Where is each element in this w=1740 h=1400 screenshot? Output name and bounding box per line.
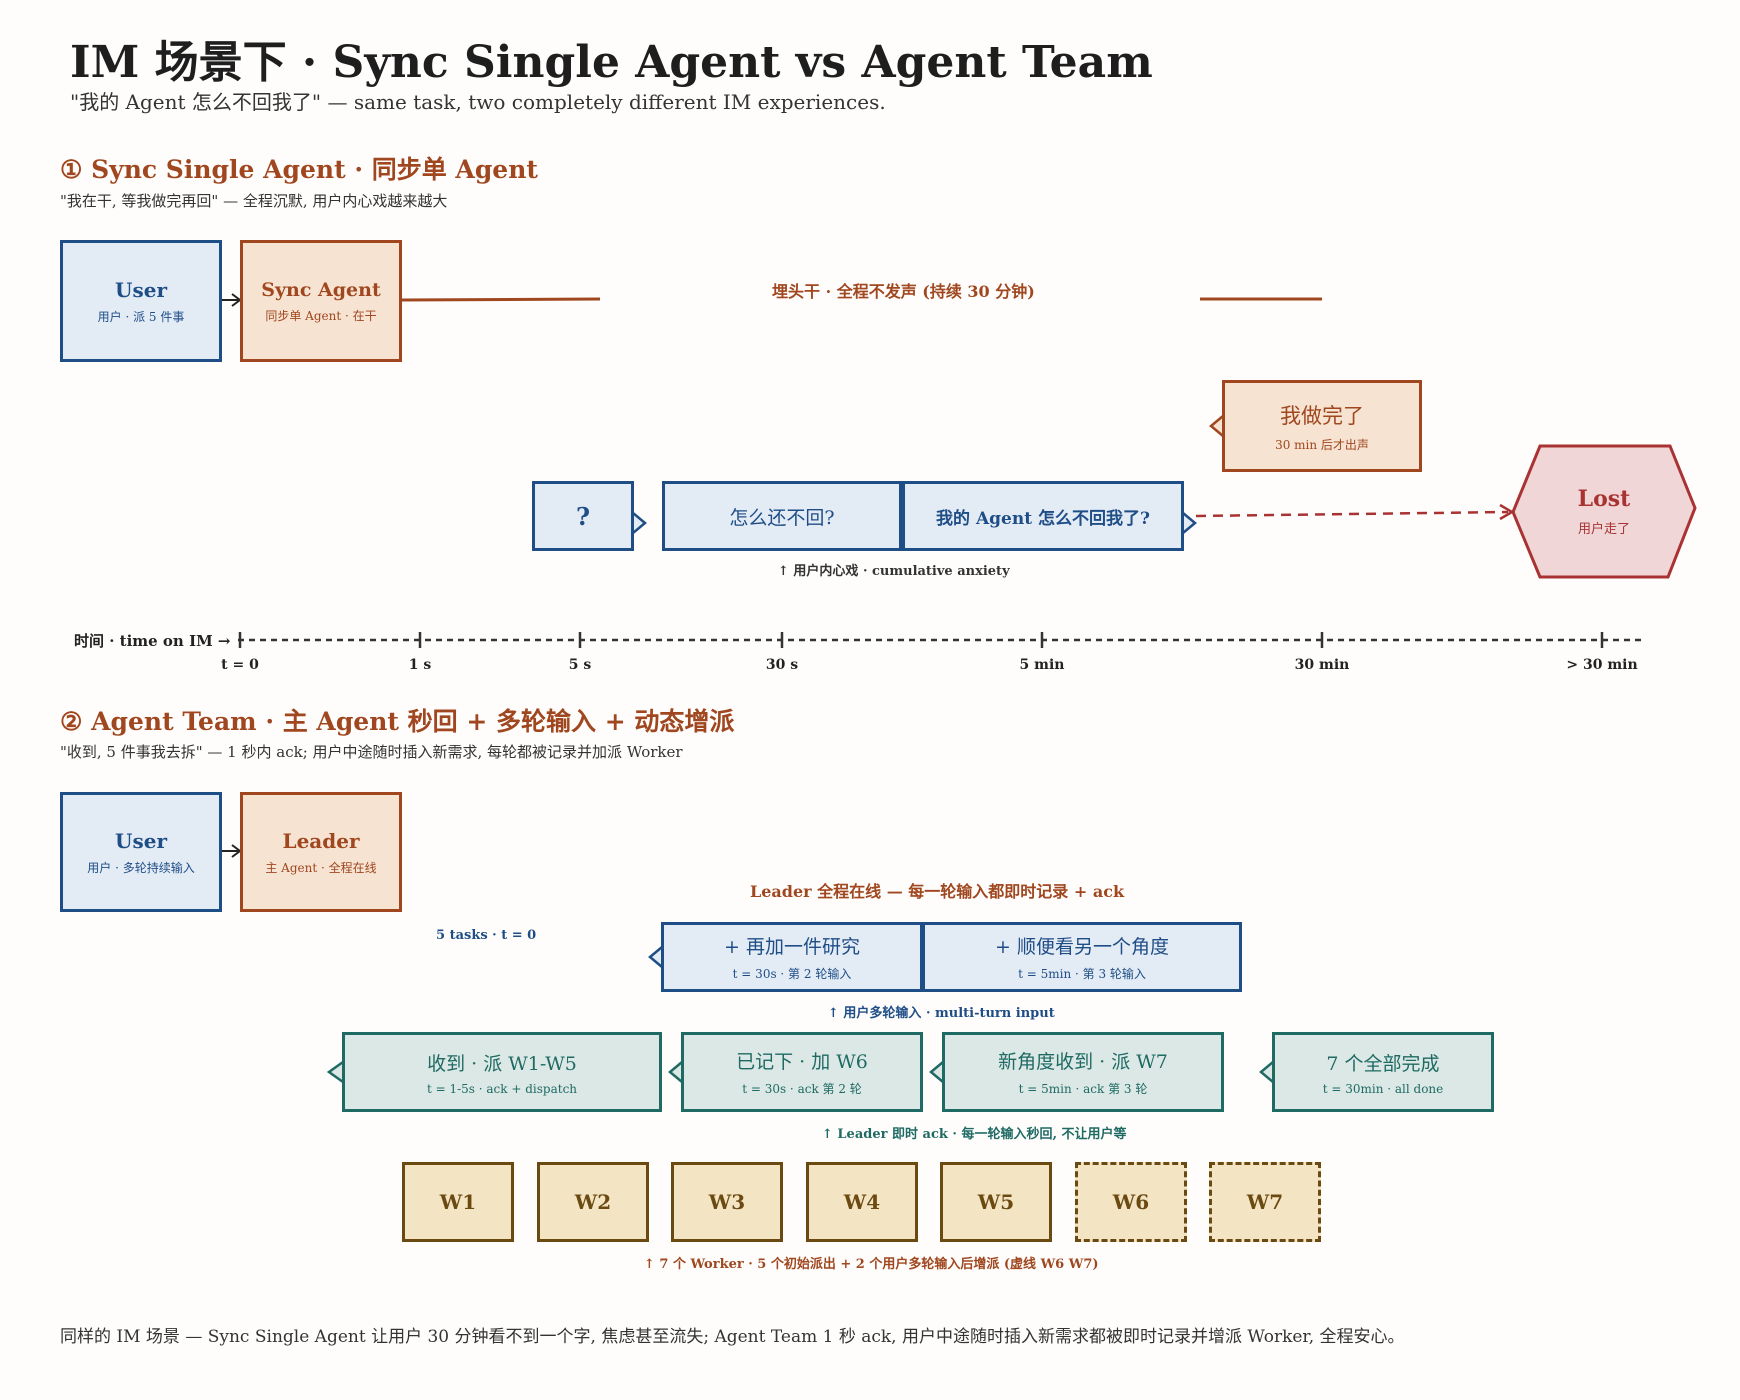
silent-line-left [401, 297, 601, 302]
acks-note: ↑ Leader 即时 ack · 每一轮输入秒回, 不让用户等 [822, 1127, 1127, 1142]
ack-bubble-4-title: 7 个全部完成 [1326, 1052, 1440, 1075]
ack-bubble-4-sub: t = 30min · all done [1322, 1081, 1444, 1096]
timeline-label: 时间 · time on IM → [74, 632, 231, 650]
section2-title: ② Agent Team · 主 Agent 秒回 + 多轮输入 + 动态增派 [60, 707, 735, 736]
input-bubble-2-title: + 再加一件研究 [724, 936, 860, 958]
input-bubble-3-title: + 顺便看另一个角度 [995, 936, 1169, 958]
worker-label: W1 [439, 1190, 477, 1214]
tick-label: 1 s [408, 657, 432, 673]
ack-bubble-3-title: 新角度收到 · 派 W7 [998, 1051, 1168, 1073]
ack-bubble-4: 7 个全部完成 t = 30min · all done [1272, 1032, 1494, 1112]
ack-bubble-1-sub: t = 1-5s · ack + dispatch [426, 1081, 578, 1096]
ack-bubble-2-title: 已记下 · 加 W6 [736, 1051, 868, 1073]
question-bubble-2: 怎么还不回? [662, 481, 902, 551]
s1-agent-sub: 同步单 Agent · 在干 [265, 308, 377, 323]
s2-leader-sub: 主 Agent · 全程在线 [265, 860, 377, 875]
footer-summary: 同样的 IM 场景 — Sync Single Agent 让用户 30 分钟看… [60, 1327, 1405, 1347]
worker-label: W6 [1112, 1190, 1150, 1214]
s2-leader-box: Leader 主 Agent · 全程在线 [240, 792, 402, 912]
silent-label: 埋头干 · 全程不发声 (持续 30 分钟) [772, 282, 1035, 301]
s1-agent-title: Sync Agent [261, 278, 381, 301]
question-bubble-2-text: 怎么还不回? [729, 506, 835, 529]
worker-w2: W2 [537, 1162, 649, 1242]
tick-label: > 30 min [1566, 657, 1638, 673]
done-bubble-title: 我做完了 [1280, 403, 1364, 428]
worker-w6: W6 [1075, 1162, 1187, 1242]
ack-bubble-2-sub: t = 30s · ack 第 2 轮 [742, 1082, 862, 1096]
question-bubble-3: 我的 Agent 怎么不回我了? [902, 481, 1184, 551]
page-subtitle: "我的 Agent 怎么不回我了" — same task, two compl… [70, 90, 886, 114]
section1-subtitle: "我在干, 等我做完再回" — 全程沉默, 用户内心戏越来越大 [60, 192, 448, 210]
ack-bubble-3-sub: t = 5min · ack 第 3 轮 [1018, 1082, 1148, 1096]
inputs-note: ↑ 用户多轮输入 · multi-turn input [828, 1006, 1055, 1021]
worker-w3: W3 [671, 1162, 783, 1242]
lost-dashed-arrow [1195, 510, 1509, 518]
timeline-ticks [238, 632, 1604, 648]
tick-label: 30 s [765, 657, 799, 673]
worker-w4: W4 [806, 1162, 918, 1242]
worker-w7: W7 [1209, 1162, 1321, 1242]
s1-agent-box: Sync Agent 同步单 Agent · 在干 [240, 240, 402, 362]
ack-bubble-1: 收到 · 派 W1-W5 t = 1-5s · ack + dispatch [342, 1032, 662, 1112]
s1-user-sub: 用户 · 派 5 件事 [97, 309, 185, 324]
online-label: Leader 全程在线 — 每一轮输入都即时记录 + ack [750, 882, 1125, 901]
page-title: IM 场景下 · Sync Single Agent vs Agent Team [70, 37, 1153, 88]
lost-title: Lost [1577, 486, 1631, 512]
s2-user-title: User [115, 828, 167, 853]
input-bubble-3-sub: t = 5min · 第 3 轮输入 [1018, 967, 1146, 981]
tasks-label: 5 tasks · t = 0 [436, 928, 537, 943]
worker-w1: W1 [402, 1162, 514, 1242]
input-bubble-2-sub: t = 30s · 第 2 轮输入 [732, 967, 852, 981]
done-bubble: 我做完了 30 min 后才出声 [1222, 380, 1422, 472]
anxiety-note: ↑ 用户内心戏 · cumulative anxiety [778, 564, 1010, 579]
tick-label: 5 s [568, 657, 592, 673]
s2-user-box: User 用户 · 多轮持续输入 [60, 792, 222, 912]
input-bubble-2: + 再加一件研究 t = 30s · 第 2 轮输入 [661, 922, 923, 992]
worker-w5: W5 [940, 1162, 1052, 1242]
lost-sub: 用户走了 [1577, 522, 1630, 537]
input-bubble-3: + 顺便看另一个角度 t = 5min · 第 3 轮输入 [922, 922, 1242, 992]
s2-user-sub: 用户 · 多轮持续输入 [87, 860, 195, 875]
s1-user-title: User [115, 277, 167, 302]
lost-box: Lost 用户走了 [1513, 446, 1695, 577]
worker-label: W4 [843, 1190, 881, 1214]
done-bubble-sub: 30 min 后才出声 [1275, 437, 1369, 452]
worker-label: W3 [708, 1190, 746, 1214]
ack-bubble-1-title: 收到 · 派 W1-W5 [427, 1052, 577, 1075]
s2-leader-title: Leader [282, 828, 360, 853]
s1-user-box: User 用户 · 派 5 件事 [60, 240, 222, 362]
tick-label: 30 min [1294, 657, 1350, 673]
question-bubble-1-text: ? [575, 501, 591, 531]
worker-label: W5 [977, 1190, 1015, 1214]
tick-label: 5 min [1019, 657, 1065, 673]
section2-subtitle: "收到, 5 件事我去拆" — 1 秒内 ack; 用户中途随时插入新需求, 每… [60, 743, 683, 761]
worker-label: W2 [574, 1190, 612, 1214]
worker-label: W7 [1246, 1190, 1284, 1214]
tick-label: t = 0 [221, 657, 259, 673]
ack-bubble-2: 已记下 · 加 W6 t = 30s · ack 第 2 轮 [681, 1032, 923, 1112]
question-bubble-3-text: 我的 Agent 怎么不回我了? [936, 508, 1150, 529]
lost-hexagon [1511, 444, 1697, 579]
workers-note: ↑ 7 个 Worker · 5 个初始派出 + 2 个用户多轮输入后增派 (虚… [644, 1257, 1099, 1272]
question-bubble-1: ? [532, 481, 634, 551]
ack-bubble-3: 新角度收到 · 派 W7 t = 5min · ack 第 3 轮 [942, 1032, 1224, 1112]
section1-title: ① Sync Single Agent · 同步单 Agent [60, 155, 538, 184]
